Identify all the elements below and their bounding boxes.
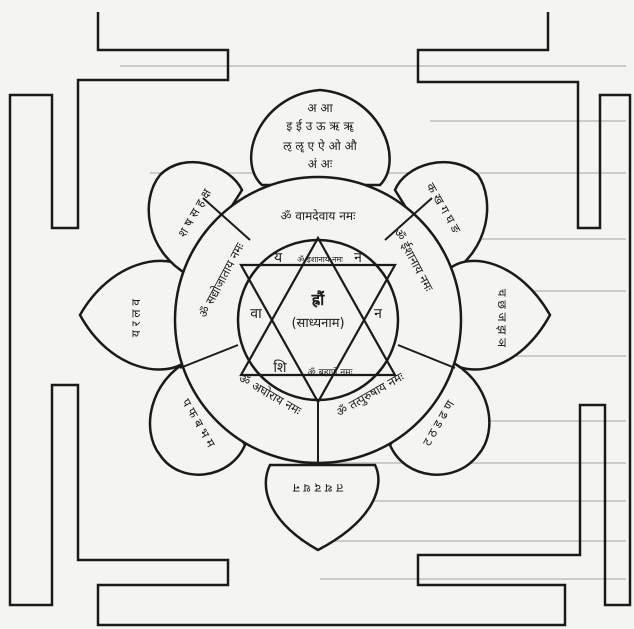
hex-letter-upper-left: य: [274, 250, 283, 266]
petal-bottom: [266, 465, 379, 550]
petal-top-line-4: अं अः: [308, 157, 333, 171]
hex-letter-lower-left: वा: [250, 306, 262, 322]
petal-left-label: य र ल व: [129, 299, 143, 337]
petal-top-line-2: इ ई उ ऊ ऋ ॠ: [286, 119, 354, 133]
petal-bottom-label: त थ द ध न: [293, 481, 344, 495]
petal-right-label: च छ ज झ ञ: [495, 289, 509, 348]
petal-top-line-1: अ आ: [307, 101, 333, 115]
center-mantra: (साध्यनाम): [291, 316, 344, 331]
hex-letter-bottom: शि: [273, 359, 287, 376]
hex-letter-lower-right: न: [374, 306, 382, 322]
hex-letter-upper-right: न: [354, 250, 362, 266]
center-syllable: ह्रौं: [311, 290, 325, 309]
hex-top-inner: ॐ इशानाय नमः: [297, 255, 343, 264]
petal-top-line-3: ऌ ॡ ए ऐ ओ औ: [283, 139, 357, 153]
hex-bottom-inner: ॐ ब्रह्मणे नमः: [308, 366, 353, 378]
ring-mantra-top: ॐ वामदेवाय नमः: [281, 209, 356, 223]
